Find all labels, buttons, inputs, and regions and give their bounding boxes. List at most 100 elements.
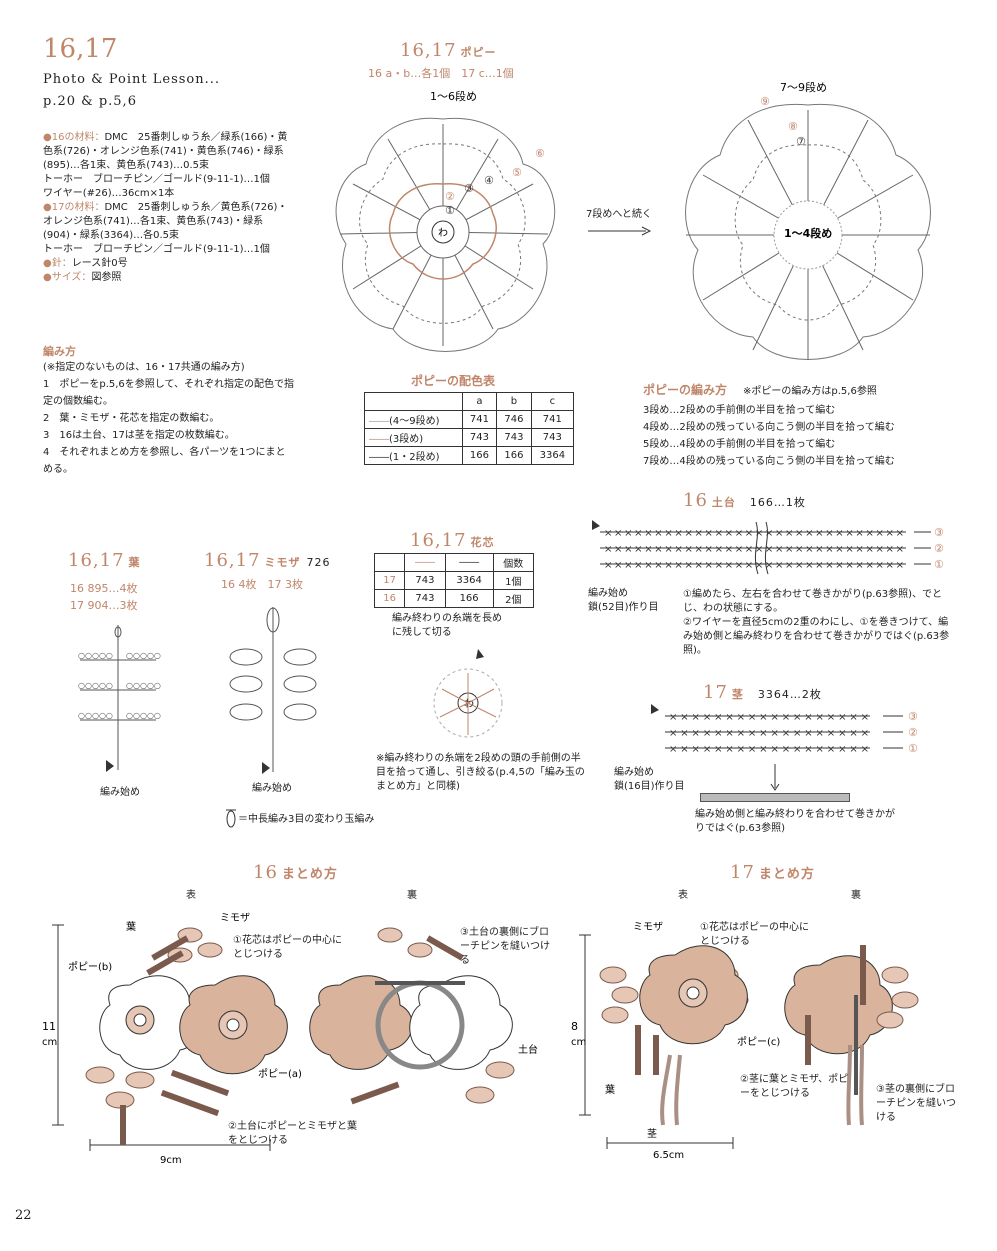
assembly16-front-label: 表 [186, 890, 196, 901]
page-title: 16,17 [43, 34, 118, 64]
svg-text:③: ③ [934, 526, 944, 539]
assembly16-note2: ②土台にポピーとミモザと葉をとじつける [228, 1121, 357, 1146]
stem17-strip [700, 793, 850, 802]
svg-text:ミモザ: ミモザ [633, 921, 663, 933]
poppy-chart-left: 1〜6段め わ ② ① ③ ④ ⑤ ⑥ [335, 89, 556, 352]
stem17-note: 編み始め側と編み終わりを合わせて巻きかがりではぐ(p.63参照) [695, 809, 895, 834]
svg-text:ポピー(b): ポピー(b) [68, 961, 112, 973]
leaf-count: 17 904…3枚 [70, 599, 138, 612]
assembly17-note3: ③茎の裏側にブローチピンを縫いつける [876, 1084, 956, 1123]
row-num: ④ [484, 174, 494, 187]
row-num: ⑧ [788, 120, 798, 133]
height-dimension [579, 934, 591, 1116]
howto-step: 3 16は土台、17は茎を指定の枚数編む。 [43, 430, 235, 441]
svg-text:cm: cm [42, 1037, 57, 1048]
svg-text:土台: 土台 [518, 1043, 538, 1056]
mimosa-shape [876, 966, 919, 1029]
svg-text:11: 11 [42, 1020, 56, 1033]
howto-step: 2 葉・ミモザ・花芯を指定の数編む。 [43, 413, 220, 424]
leaf-start: 編み始め [100, 787, 140, 798]
color-table-title: ポピーの配色表 [411, 374, 496, 388]
svg-text:①: ① [934, 558, 944, 571]
page-subtitle: Photo & Point Lesson... [43, 72, 221, 87]
svg-text:○○○○○: ○○○○○ [78, 711, 113, 720]
howto-step: 4 それぞれまとめ方を参照し、各パーツを1つにまとめる。 [43, 447, 286, 475]
stem17-start: 編み始め 鎖(16目)作り目 [614, 767, 685, 792]
assembly17-front-label: 表 [678, 890, 688, 901]
poppy-stitches-outer [335, 117, 556, 352]
assembly17-back-label: 裏 [851, 890, 861, 901]
howto-step: 1 ポピーをp.5,6を参照して、それぞれ指定の配色で指定の個数編む。 [43, 379, 294, 407]
leaf-branch [80, 659, 156, 721]
row-num: ⑥ [535, 147, 545, 160]
howto-title: 編み方 [43, 345, 76, 358]
page-number: 22 [15, 1208, 32, 1223]
svg-text:○○○○○: ○○○○○ [78, 651, 113, 660]
svg-text:ポピー(c): ポピー(c) [737, 1036, 780, 1048]
svg-text:葉: 葉 [605, 1083, 615, 1096]
core-end-note: 編み終わりの糸端を長めに残して切る [392, 613, 502, 638]
svg-text:○○○○○: ○○○○○ [126, 711, 161, 720]
assembly17-note1: ①花芯はポピーの中心にとじつける [700, 922, 809, 947]
svg-text:○○○○○: ○○○○○ [78, 681, 113, 690]
assembly16-back-label: 裏 [407, 890, 417, 901]
poppy-back [784, 955, 893, 1055]
svg-text:③: ③ [908, 710, 918, 723]
height-dimension [52, 924, 64, 1126]
svg-text:cm: cm [571, 1037, 586, 1048]
center-label: わ [438, 227, 448, 239]
material-16-pin: トーホー ブローチピン／ゴールド(9-11-1)…1個 [43, 174, 270, 185]
row-num: ② [445, 190, 455, 203]
material-16-wire: ワイヤー(#26)…36cm×1本 [43, 188, 175, 199]
leaf-shape [120, 935, 230, 1145]
leaf-shape [350, 935, 464, 1105]
poppy-round3 [388, 183, 497, 280]
page-ref: p.20 & p.5,6 [43, 94, 137, 109]
svg-text:××××××××××××××××××××××××××××××: ×××××××××××××××××××××××××××××× [604, 560, 904, 571]
svg-text:茎: 茎 [647, 1128, 657, 1140]
base16-chart: ×××××××××××××××××××××××××××××× ×××××××××… [592, 520, 944, 575]
mimosa-start: 編み始め [252, 783, 292, 794]
poppy-count: 16 a・b…各1個 17 c…1個 [368, 67, 514, 80]
mimosa-chart [229, 607, 317, 774]
material-needle: ●針：レース針0号 [43, 258, 128, 269]
svg-text:××××××××××××××××××: ×××××××××××××××××× [669, 712, 869, 723]
core-note: ※編み終わりの糸端を2段めの頭の手前側の半目を拾って通し、引き絞る(p.4,5の… [376, 753, 585, 792]
poppy-chart-right: 7〜9段め 1〜4段め ⑨ ⑧ ⑦ [685, 80, 931, 360]
center-rows: 1〜4段め [784, 226, 832, 240]
down-arrow [770, 764, 780, 791]
svg-text:ミモザ: ミモザ [220, 912, 250, 924]
svg-text:××××××××××××××××××: ×××××××××××××××××× [669, 728, 869, 739]
howto-block: 編み方 (※指定のないものは、16・17共通の編み方) 1 ポピーをp.5,6を… [43, 343, 295, 478]
row-num: ③ [464, 182, 474, 195]
material-size: ●サイズ：図参照 [43, 272, 122, 283]
row-num: ⑦ [796, 135, 806, 148]
magic-ring [431, 220, 455, 244]
leaf-chart: ○○○○○ ○○○○○ ○○○○○ ○○○○○ ○○○○○ ○○○○○ [78, 625, 161, 772]
mimosa-legend: ＝中長編み3目の変わり玉編み [238, 814, 375, 825]
svg-text:8: 8 [571, 1020, 578, 1033]
howto-note: (※指定のないものは、16・17共通の編み方) [43, 362, 245, 373]
stitch-row: ×××××××××××××××××××××××××××××× ×××××××××… [604, 528, 904, 571]
svg-text:②: ② [908, 726, 918, 739]
stem17-chart: ×××××××××××××××××× ×××××××××××××××××× ××… [651, 704, 918, 755]
method-line: 4段め…2段めの残っている向こう側の半目を拾って編む [643, 422, 895, 433]
rows-label: 7〜9段め [780, 80, 827, 94]
leaf-count: 16 895…4枚 [70, 582, 138, 595]
svg-text:ポピー(a): ポピー(a) [258, 1068, 302, 1080]
assembly17-illustration: 8 cm 6.5cm ミモザ ポピー(c) 葉 茎 [571, 921, 919, 1161]
method-line: 7段め…4段めの残っている向こう側の半目を拾って編む [643, 456, 895, 467]
assembly16-illustration: 11 cm 9cm 葉 ミモザ ポピー(b) ポピー(a) 土台 [42, 912, 538, 1165]
svg-text:②: ② [934, 542, 944, 555]
material-16: ●16の材料：DMC 25番刺しゅう糸／緑系(166)・黄色系(726)・オレン… [43, 132, 288, 171]
svg-text:○○○○○: ○○○○○ [126, 651, 161, 660]
assembly16-note1: ①花芯はポピーの中心にとじつける [233, 935, 342, 960]
puff-stitch-icon [226, 809, 236, 828]
assembly17-note2: ②茎に葉とミモザ、ポピーをとじつける [740, 1074, 849, 1099]
stem-shape [846, 1044, 864, 1126]
svg-text:○○○○○: ○○○○○ [126, 681, 161, 690]
